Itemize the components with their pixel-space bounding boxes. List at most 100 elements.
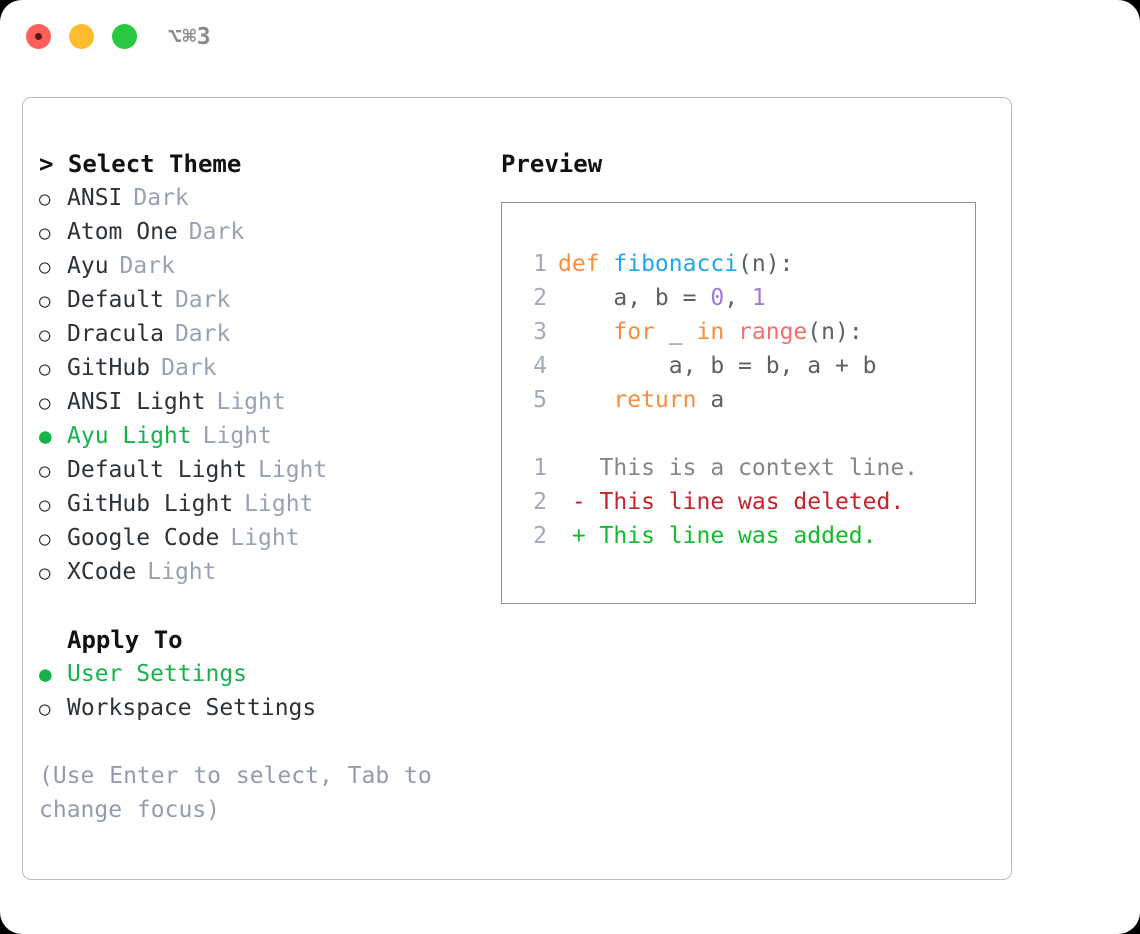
radio-unselected-icon[interactable]: ○ — [39, 188, 51, 210]
radio-selected-icon[interactable]: ● — [39, 424, 52, 448]
radio-unselected-icon[interactable]: ○ — [39, 562, 51, 584]
theme-option-label: GitHub Light — [67, 491, 234, 517]
theme-option-ayu[interactable]: ○ Ayu Dark — [39, 249, 469, 283]
theme-option-label: Default Light — [67, 457, 248, 483]
preview-header: Preview — [501, 150, 603, 178]
theme-option-label: ANSI — [67, 185, 123, 211]
diff-line: 2 + This line was added. — [514, 519, 969, 553]
code-token-add: + This line was added. — [558, 523, 877, 549]
code-token-ctx: This is a context line. — [558, 455, 919, 481]
apply-to-option-user-settings[interactable]: ● User Settings — [39, 657, 469, 691]
select-theme-header: > Select Theme — [39, 150, 242, 178]
theme-option-label: Ayu Light — [67, 423, 192, 449]
radio-unselected-icon[interactable]: ○ — [39, 494, 51, 516]
theme-option-dracula[interactable]: ○ Dracula Dark — [39, 317, 469, 351]
radio-unselected-icon[interactable]: ○ — [39, 222, 51, 244]
close-button-icon[interactable] — [26, 24, 51, 49]
code-line-content: a, b = b, a + b — [558, 349, 877, 383]
code-token-num: 1 — [751, 285, 766, 311]
theme-option-category: Light — [258, 457, 328, 483]
theme-option-category: Light — [147, 559, 217, 585]
keyboard-hint-text: (Use Enter to select, Tab to change focu… — [39, 763, 432, 823]
code-token-plain: (n): — [807, 319, 863, 345]
title-bar: ⌥⌘3 — [0, 0, 1140, 78]
code-token-num: 0 — [710, 285, 725, 311]
theme-option-ansi[interactable]: ○ ANSI Dark — [39, 181, 469, 215]
code-token-plain — [558, 387, 613, 413]
apply-to-option-label: User Settings — [67, 661, 248, 687]
line-number: 2 — [533, 523, 547, 549]
code-line: 2 a, b = 0, 1 — [514, 281, 969, 315]
theme-option-label: Google Code — [67, 525, 220, 551]
code-token-kw: def — [558, 251, 614, 277]
theme-option-category: Dark — [174, 287, 231, 313]
theme-option-atom-one[interactable]: ○ Atom One Dark — [39, 215, 469, 249]
code-line-content: a, b = 0, 1 — [558, 281, 766, 315]
line-number: 1 — [533, 455, 547, 481]
radio-unselected-icon[interactable]: ○ — [39, 698, 51, 720]
theme-option-category: Dark — [174, 321, 231, 347]
radio-unselected-icon[interactable]: ○ — [39, 358, 51, 380]
radio-unselected-icon[interactable]: ○ — [39, 460, 51, 482]
theme-option-xcode[interactable]: ○ XCode Light — [39, 555, 469, 589]
code-token-plain: a — [696, 387, 725, 413]
theme-option-default-light[interactable]: ○ Default Light Light — [39, 453, 469, 487]
code-token-kw: return — [613, 387, 697, 413]
theme-option-category: Light — [216, 389, 286, 415]
theme-option-label: XCode — [67, 559, 137, 585]
code-token-plain: a, b = — [558, 285, 711, 311]
code-token-plain: _ — [654, 319, 697, 345]
code-token-plain — [558, 319, 613, 345]
radio-unselected-icon[interactable]: ○ — [39, 528, 51, 550]
code-token-plain: a, b = b, a + b — [558, 353, 877, 379]
radio-selected-icon[interactable]: ● — [39, 662, 52, 686]
code-token-del: - This line was deleted. — [558, 489, 905, 515]
hint-spacer — [39, 725, 469, 759]
code-token-fn: fibonacci — [613, 251, 739, 277]
radio-unselected-icon[interactable]: ○ — [39, 290, 51, 312]
theme-option-label: Ayu — [67, 253, 109, 279]
radio-unselected-icon[interactable]: ○ — [39, 256, 51, 278]
theme-option-category: Dark — [119, 253, 175, 279]
theme-option-category: Dark — [133, 185, 189, 211]
code-line-content: def fibonacci(n): — [558, 247, 793, 281]
code-diff-spacer — [514, 417, 969, 451]
minimize-button-icon[interactable] — [69, 24, 94, 49]
theme-option-label: GitHub — [67, 355, 151, 381]
code-line: 3 for _ in range(n): — [514, 315, 969, 349]
radio-unselected-icon[interactable]: ○ — [39, 392, 51, 414]
line-number: 3 — [533, 319, 547, 345]
code-line-content: for _ in range(n): — [558, 315, 863, 349]
theme-option-label: Atom One — [67, 219, 178, 245]
window-controls — [26, 24, 137, 49]
radio-unselected-icon[interactable]: ○ — [39, 324, 51, 346]
section-spacer — [39, 589, 469, 623]
diff-line: 2 - This line was deleted. — [514, 485, 969, 519]
code-token-kw: for — [613, 319, 655, 345]
apply-to-option-workspace-settings[interactable]: ○Workspace Settings — [39, 691, 469, 725]
line-number: 5 — [533, 387, 547, 413]
diff-line: 1 This is a context line. — [514, 451, 969, 485]
theme-option-category: Dark — [188, 219, 245, 245]
theme-option-label: Dracula — [67, 321, 164, 347]
apply-to-header: Apply To — [67, 626, 183, 654]
maximize-button-icon[interactable] — [112, 24, 137, 49]
code-line-content: - This line was deleted. — [558, 485, 904, 519]
line-number: 1 — [533, 251, 547, 277]
line-number: 2 — [533, 285, 547, 311]
code-line: 5 return a — [514, 383, 969, 417]
